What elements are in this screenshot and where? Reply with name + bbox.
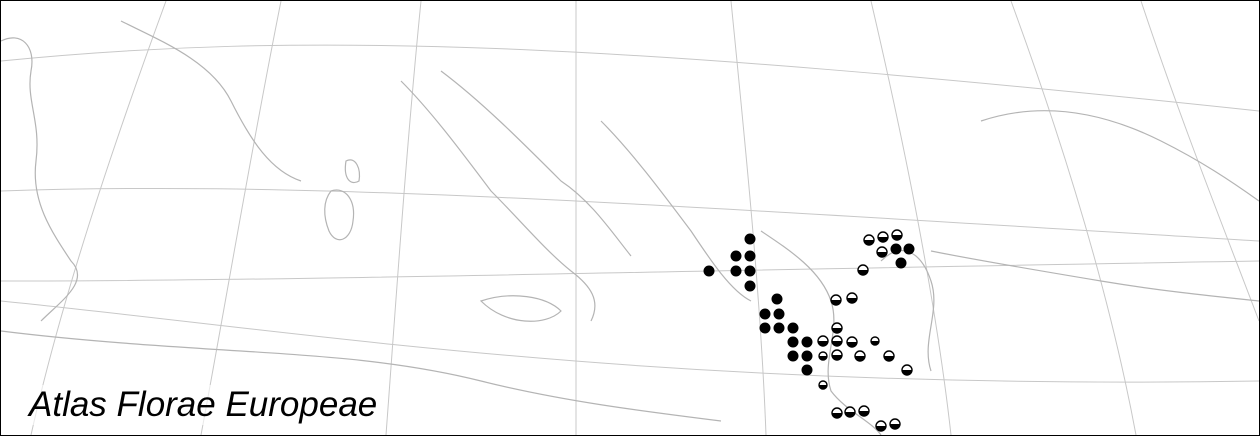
introduced-record	[844, 406, 856, 418]
native-record	[773, 322, 785, 334]
native-record	[787, 322, 799, 334]
introduced-record	[857, 264, 869, 276]
introduced-record	[831, 322, 843, 334]
meridian-line	[200, 1, 282, 435]
parallel-line	[1, 260, 1259, 282]
native-record	[730, 265, 742, 277]
coastlines	[1, 20, 1259, 435]
introduced-record	[831, 335, 843, 347]
introduced-record	[818, 351, 828, 361]
native-record	[801, 336, 813, 348]
native-record	[759, 322, 771, 334]
introduced-record	[901, 364, 913, 376]
native-record	[703, 265, 715, 277]
meridian-line	[30, 1, 167, 435]
meridian-line	[870, 1, 952, 435]
native-record	[771, 293, 783, 305]
native-record	[759, 308, 771, 320]
italy-coast-east	[440, 70, 632, 257]
native-record	[890, 243, 902, 255]
introduced-record	[863, 234, 875, 246]
introduced-record	[877, 231, 889, 243]
native-record	[801, 350, 813, 362]
introduced-record	[846, 336, 858, 348]
native-record	[801, 364, 813, 376]
meridian-line	[1140, 1, 1259, 322]
parallel-line	[1, 44, 1259, 112]
france-coast	[120, 20, 302, 182]
anatolia-coast	[930, 250, 1259, 302]
introduced-record	[831, 349, 843, 361]
corsica	[344, 159, 361, 184]
parallel-line	[1, 300, 1259, 383]
introduced-record	[818, 380, 828, 390]
native-record	[744, 280, 756, 292]
native-record	[744, 265, 756, 277]
atlas-title: Atlas Florae Europeae	[25, 385, 384, 425]
meridian-line	[385, 1, 422, 435]
introduced-record	[875, 420, 887, 432]
sardinia	[324, 189, 355, 241]
native-record	[903, 243, 915, 255]
native-record	[773, 308, 785, 320]
introduced-record	[876, 246, 888, 258]
sicily	[479, 295, 562, 322]
meridian-line	[1010, 1, 1137, 435]
italy-coast	[400, 80, 596, 322]
introduced-record	[817, 335, 829, 347]
meridian-line	[730, 1, 767, 435]
introduced-record	[870, 336, 880, 346]
introduced-records	[817, 229, 913, 432]
introduced-record	[883, 350, 895, 362]
native-record	[787, 350, 799, 362]
native-record	[787, 336, 799, 348]
native-record	[730, 250, 742, 262]
iberia-coast	[1, 37, 79, 322]
introduced-record	[891, 229, 903, 241]
black-sea-coast	[980, 109, 1259, 202]
north-africa-coast	[1, 330, 722, 422]
native-record	[744, 233, 756, 245]
introduced-record	[854, 350, 866, 362]
introduced-record	[831, 407, 843, 419]
native-record	[895, 257, 907, 269]
native-record	[744, 250, 756, 262]
native-records	[703, 233, 915, 376]
adriatic-coast	[600, 120, 752, 302]
introduced-record	[846, 292, 858, 304]
introduced-record	[889, 418, 901, 430]
introduced-record	[858, 405, 870, 417]
parallel-line	[1, 187, 1259, 242]
introduced-record	[830, 294, 842, 306]
